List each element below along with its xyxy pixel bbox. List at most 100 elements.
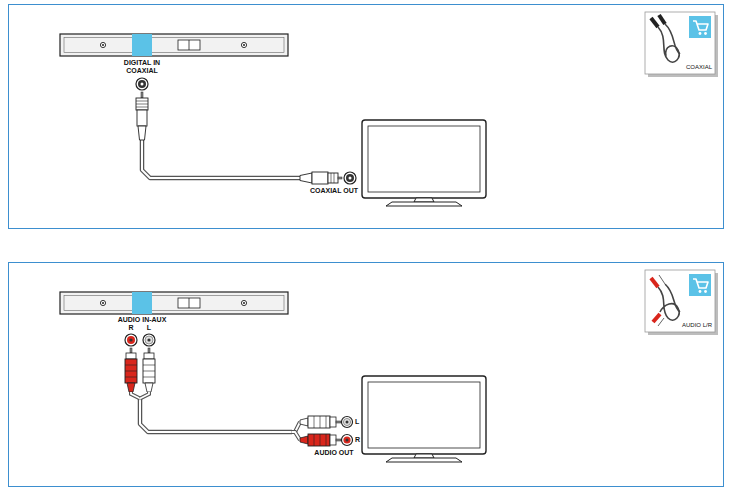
- jack-symbol: [147, 338, 150, 341]
- panel-frame: [9, 263, 724, 487]
- rca-plug: [144, 353, 154, 359]
- port-label: AUDIO IN-AUX: [118, 316, 167, 324]
- rca-plug: [336, 421, 341, 423]
- jack-symbol: [145, 336, 153, 344]
- coaxial-plug: [331, 173, 332, 183]
- cable-icon: COAXIAL: [643, 10, 717, 76]
- rca-plug: [292, 432, 301, 440]
- rca-plug: [308, 416, 330, 428]
- rca-plug: [125, 365, 137, 366]
- rca-plug: [330, 417, 336, 427]
- cable-icon-card: [659, 275, 665, 284]
- cable-icon-card: [659, 275, 665, 284]
- cable-icon-card: [693, 21, 708, 35]
- soundbar: DIGITAL IN COAXIAL: [58, 30, 290, 140]
- rca-plug: [131, 392, 140, 399]
- rca-plug: [336, 439, 341, 441]
- rca-plug: [330, 435, 336, 445]
- soundbar: AUDIO IN-AUX: [58, 288, 290, 398]
- jack-symbol: [342, 417, 353, 428]
- jack-symbol: [346, 439, 349, 442]
- cable-name: COAXIAL: [686, 64, 712, 71]
- rca-plug: [326, 416, 327, 428]
- cable-icon-card: [689, 16, 711, 38]
- coaxial-plug: [136, 104, 148, 105]
- channel-label: L: [147, 324, 151, 332]
- cable-icon-card: [653, 314, 660, 322]
- jack-symbol: [141, 83, 144, 86]
- rca-plug: [125, 371, 137, 372]
- cable-icon-card: [658, 27, 679, 62]
- tv-set: AUDIO OUT: [292, 372, 492, 468]
- rca-plug: [148, 348, 150, 353]
- rca-plug: [326, 434, 327, 446]
- coaxial-plug: [136, 107, 148, 108]
- rca-plug: [125, 348, 341, 446]
- coaxial-plug: [334, 173, 335, 183]
- jack-symbol: [343, 418, 350, 425]
- jack-symbol: [125, 78, 356, 446]
- cable-core: [142, 140, 300, 178]
- cable-icon-card: [689, 274, 711, 296]
- coaxial-plug: [312, 172, 328, 184]
- rca-plug: [126, 353, 136, 359]
- coaxial-plug: [137, 110, 147, 126]
- tv-drawing: [362, 376, 486, 462]
- jack-symbol: [143, 334, 155, 346]
- jack-symbol: [349, 177, 352, 180]
- jack-symbol: [346, 421, 349, 424]
- rca-plug: [143, 359, 155, 383]
- panel-frame: [9, 5, 724, 487]
- cable-icon-card: [659, 15, 665, 24]
- cable-icon-card: [651, 278, 658, 287]
- jack-symbol: [343, 436, 350, 443]
- rca-plug: [314, 416, 315, 428]
- cable-icon-card: [665, 24, 680, 54]
- jack-symbol: [344, 172, 356, 184]
- panel-frame: [9, 5, 724, 229]
- jack-symbol: [127, 336, 135, 344]
- rca-plug: [140, 392, 149, 399]
- cable-icon: AUDIO L/R: [643, 268, 717, 334]
- rca-plug: [143, 377, 155, 378]
- coaxial-plug: [138, 126, 146, 140]
- tv-drawing: [362, 120, 486, 462]
- cable-core: [140, 398, 292, 432]
- cable-icon-card: [645, 12, 718, 335]
- soundbar-drawing: [60, 34, 288, 56]
- coaxial-plug: [338, 177, 342, 179]
- rca-plug: [320, 434, 321, 446]
- rca-plug: [140, 392, 149, 399]
- cable-name: AUDIO L/R: [682, 322, 712, 329]
- rca-plug: [127, 383, 135, 392]
- jack-symbol: [342, 435, 353, 446]
- coaxial-plug: [328, 173, 338, 183]
- jack-symbol: [138, 80, 146, 88]
- port-label: AUDIO OUT: [314, 449, 353, 457]
- channel-label: L: [355, 418, 359, 426]
- coaxial-plug: [141, 92, 143, 98]
- rca-plug: [131, 392, 140, 399]
- rca-plug: [143, 371, 155, 372]
- rca-plug: [125, 377, 137, 378]
- port-label: DIGITAL IN COAXIAL: [117, 59, 167, 74]
- rca-plug: [314, 434, 315, 446]
- rca-plug: [145, 383, 153, 392]
- channel-label: R: [128, 324, 133, 332]
- coaxial-plug: [136, 98, 148, 110]
- rca-plug: [320, 416, 321, 428]
- rca-plug: [300, 436, 308, 444]
- soundbar-drawing: [60, 34, 288, 314]
- coaxial-plug: [136, 101, 148, 102]
- rca-plug: [308, 434, 330, 446]
- cable-connector: [140, 398, 292, 432]
- jack-symbol: [136, 78, 148, 90]
- channel-label: R: [355, 436, 360, 444]
- cable-icon-card: [665, 284, 680, 312]
- rca-plug: [130, 348, 132, 353]
- jack-symbol: [129, 338, 132, 341]
